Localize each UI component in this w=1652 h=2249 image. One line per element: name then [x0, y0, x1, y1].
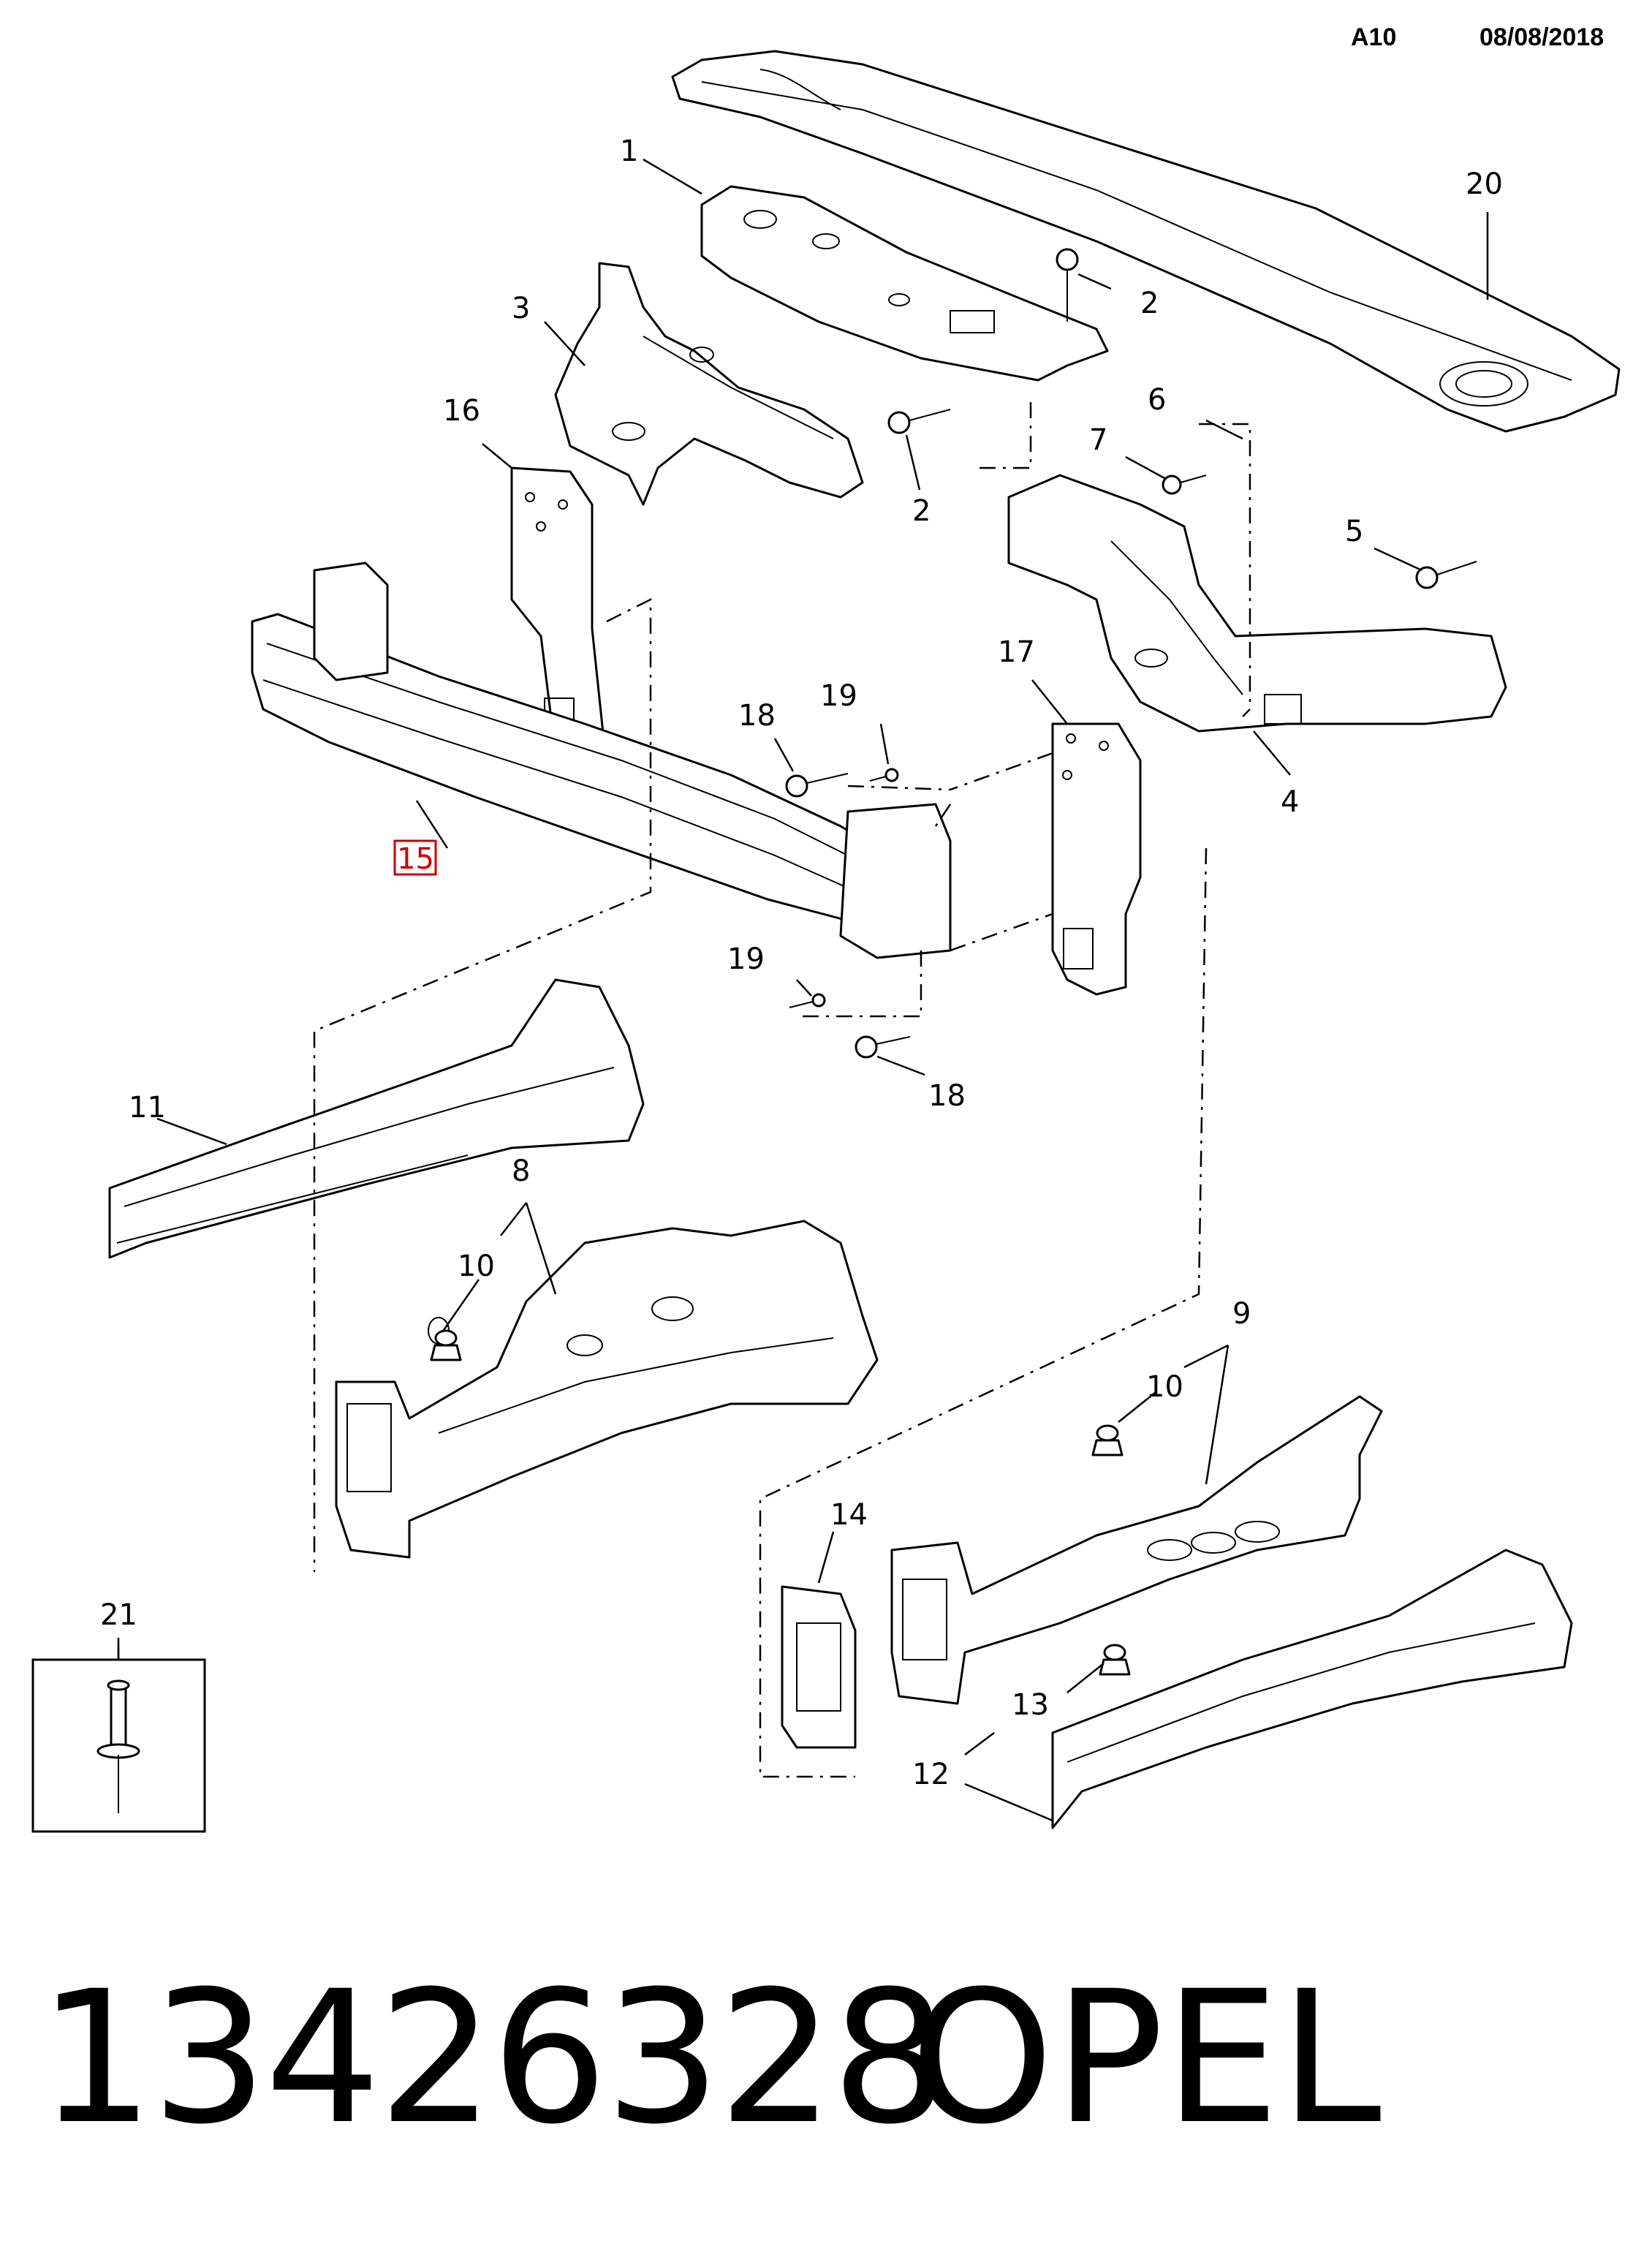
fasteners: [430, 248, 1477, 1676]
part-14-plate: [781, 1585, 857, 1749]
callout-14: 14: [830, 1498, 868, 1532]
assembly-lines: [313, 402, 1251, 1778]
rivet-19a: [869, 768, 899, 782]
callout-1: 1: [620, 135, 638, 168]
callout-18b: 18: [928, 1079, 966, 1113]
callout-6: 6: [1148, 383, 1166, 417]
callout-11: 11: [129, 1091, 166, 1124]
callout-19a: 19: [820, 679, 857, 713]
part-21-rivet-inset: [31, 1645, 206, 1833]
callout-20: 20: [1466, 167, 1503, 201]
callout-15-highlight: [393, 839, 437, 876]
part-20-upper-tie-bar: [671, 50, 1621, 433]
callout-17: 17: [998, 635, 1035, 669]
callout-2b: 2: [912, 494, 931, 528]
part-12-lower-rail: [1051, 1549, 1573, 1829]
callout-13: 13: [1012, 1688, 1049, 1722]
bolt-18b: [855, 1035, 911, 1059]
callout-2a: 2: [1140, 287, 1159, 320]
part-1-upper-rail: [700, 185, 1109, 382]
bolt-5: [1415, 561, 1477, 589]
part-15-impact-bar: [251, 562, 952, 959]
nut-10b: [1091, 1424, 1124, 1456]
bolt-2b: [887, 409, 951, 434]
diagram-code: A10: [1351, 23, 1397, 51]
part-number: 13426328: [38, 1951, 947, 2164]
callout-19b: 19: [727, 942, 765, 976]
callout-10a: 10: [458, 1250, 495, 1283]
callout-15: 15: [397, 842, 434, 876]
callout-7: 7: [1089, 423, 1107, 457]
callout-5: 5: [1345, 515, 1363, 548]
bolt-2a: [1056, 248, 1079, 322]
nut-10a: [430, 1329, 462, 1361]
bolt-18a: [785, 773, 849, 798]
callout-18a: 18: [738, 699, 776, 733]
callout-3: 3: [512, 292, 530, 325]
rivet-19b: [789, 993, 826, 1008]
part-11-rail: [108, 978, 645, 1259]
brand-name: OPEL: [910, 1951, 1382, 2164]
bolt-7: [1162, 475, 1207, 495]
diagram-date: 08/08/2018: [1479, 23, 1604, 51]
callout-4: 4: [1281, 785, 1299, 819]
callout-numbers: 1 2 2 3 4 5 6 7 8 9 10 10 11 12 13 14 15…: [100, 135, 1503, 1791]
callout-10b: 10: [1146, 1370, 1183, 1404]
leader-lines: [117, 158, 1489, 1822]
callout-12: 12: [912, 1758, 950, 1791]
part-4-reinforcement: [1007, 474, 1507, 733]
part-3-bracket: [554, 262, 864, 506]
part-9-front-rail: [890, 1395, 1383, 1705]
part-8-front-rail: [335, 1220, 879, 1559]
nut-13: [1099, 1644, 1131, 1676]
callout-9: 9: [1232, 1297, 1251, 1331]
callout-16: 16: [443, 394, 480, 428]
callout-8: 8: [512, 1154, 530, 1188]
callout-21: 21: [100, 1598, 137, 1632]
part-17-bracket-plate: [1051, 722, 1142, 996]
